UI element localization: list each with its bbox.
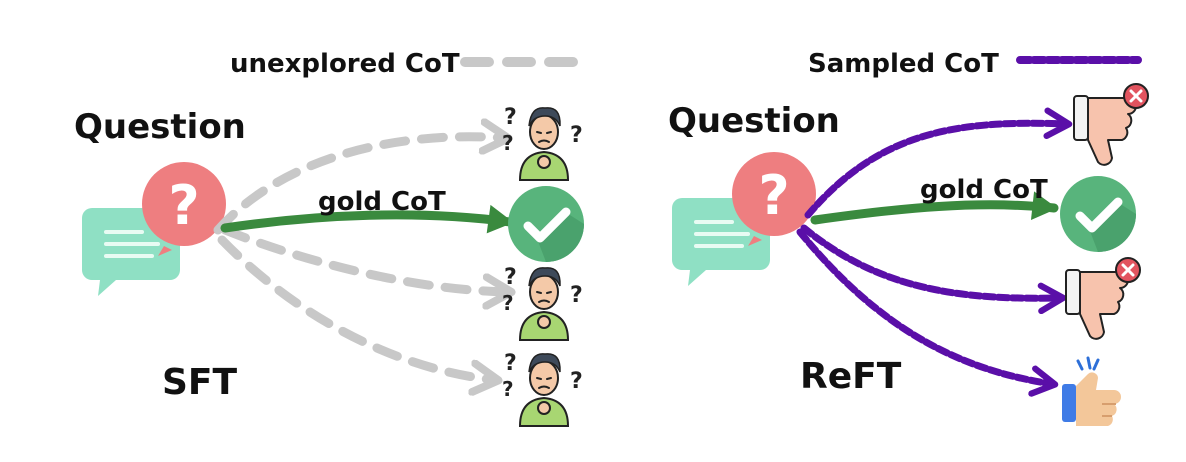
good-answer-thumbs-up-icon xyxy=(1060,356,1123,428)
right-sampled-paths xyxy=(796,107,1073,397)
left-gold-label: gold CoT xyxy=(318,187,446,217)
left-question-bubble-icon xyxy=(82,162,226,296)
legend-sampled: Sampled CoT xyxy=(808,49,1142,79)
left-method-label: SFT xyxy=(162,362,238,403)
left-check-circle-icon xyxy=(508,186,584,262)
left-gold-path xyxy=(220,204,515,234)
legend-sampled-label: Sampled CoT xyxy=(808,49,999,79)
unexplored-path-2 xyxy=(220,225,508,292)
wrong-answer-thumbs-down-icon xyxy=(1072,82,1150,167)
right-question-bubble-icon xyxy=(672,152,816,286)
legend-unexplored: unexplored CoT xyxy=(230,49,590,79)
right-method-label: ReFT xyxy=(800,356,902,397)
wrong-answer-thumbs-down-icon xyxy=(1064,256,1142,341)
unexplored-path-3 xyxy=(217,235,495,380)
left-question-label: Question xyxy=(74,107,246,147)
confused-person-icon xyxy=(501,350,584,427)
sampled-path-3 xyxy=(796,228,1059,397)
unexplored-path-1 xyxy=(213,137,505,235)
sampled-path-2 xyxy=(800,224,1067,315)
sampled-path-1 xyxy=(804,107,1073,219)
legend-unexplored-label: unexplored CoT xyxy=(230,49,460,79)
confused-person-icon xyxy=(501,264,584,341)
right-gold-path xyxy=(810,191,1059,225)
right-check-circle-icon xyxy=(1060,176,1136,252)
right-question-label: Question xyxy=(668,101,840,141)
right-gold-label: gold CoT xyxy=(920,175,1048,205)
confused-person-icon xyxy=(501,104,584,181)
left-unexplored-paths xyxy=(213,137,508,380)
